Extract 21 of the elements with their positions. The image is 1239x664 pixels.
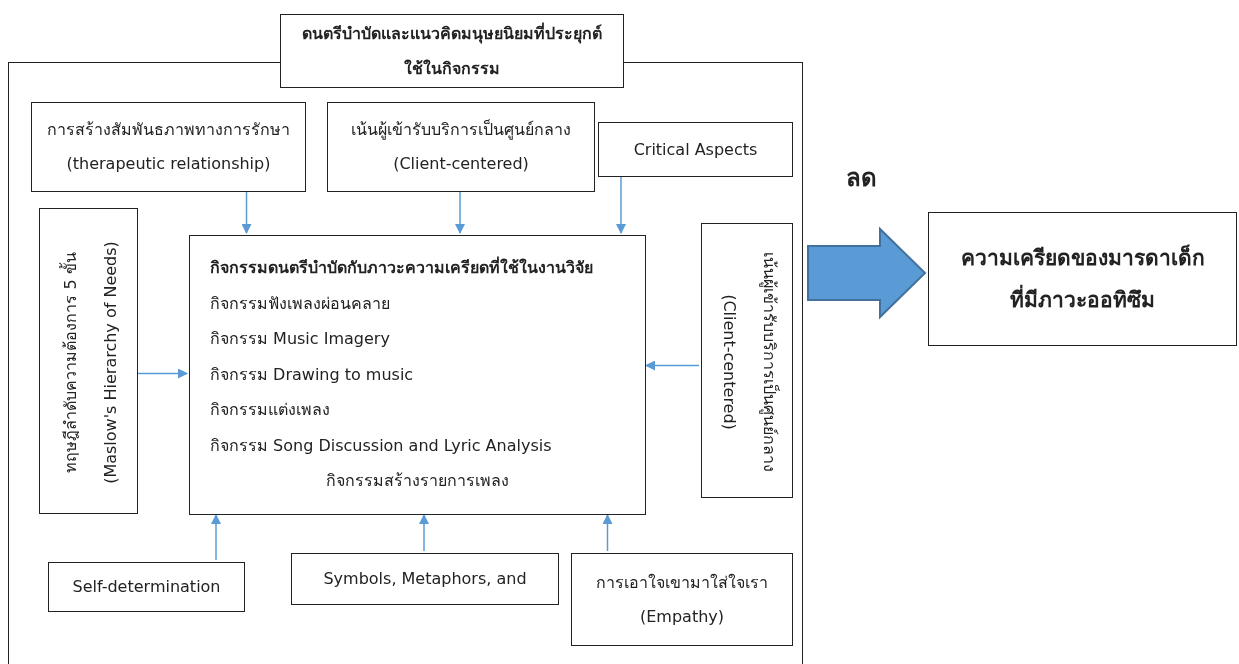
concept-box: เน้นผู้เข้ารับบริการเป็นศูนย์กลาง (Client-centered) xyxy=(327,102,595,192)
arrow xyxy=(455,191,465,234)
concept-box: Symbols, Metaphors, and xyxy=(291,553,559,605)
edge-label: ลด xyxy=(846,163,877,194)
concept-box: เน้นผู้เข้ารับบริการเป็นศูนย์กลาง (Client-centered) xyxy=(701,223,793,498)
title-box: ดนตรีบำบัดและแนวคิดมนุษยนิยมที่ประยุกต์ใช้ในกิจกรรม xyxy=(280,14,624,88)
concept-box: การเอาใจเขามาใส่ใจเรา (Empathy) xyxy=(571,553,793,646)
result-box: ความเครียดของมารดาเด็กที่มีภาวะออทิซึม xyxy=(928,212,1237,346)
concept-box: Self-determination xyxy=(48,562,245,612)
concept-box: ทฤษฎีลำดับความต้องการ 5 ขั้น (Maslow's Hierarchy of Needs) xyxy=(39,208,138,514)
arrow xyxy=(602,514,613,552)
concept-box: Critical Aspects xyxy=(598,122,793,177)
arrow xyxy=(645,360,700,371)
concept-box: การสร้างสัมพันธภาพทางการรักษา (therapeutic relationship) xyxy=(31,102,306,192)
arrow xyxy=(137,368,188,379)
block-arrow xyxy=(807,226,927,320)
arrow xyxy=(241,191,252,234)
arrow xyxy=(616,176,626,234)
activity-box: กิจกรรมดนตรีบำบัดกับภาวะความเครียดที่ใช้ในงานวิจัย กิจกรรมฟังเพลงผ่อนคลาย กิจกรรม Music Imagery กิจกรรม Drawing to music กิจกรรมแต่งเพลง กิจกรรม Song Discussion and Lyric Analysis กิจกรรมสร้างรายการเพลง xyxy=(189,235,646,515)
arrow xyxy=(211,514,221,561)
arrow xyxy=(419,514,429,552)
